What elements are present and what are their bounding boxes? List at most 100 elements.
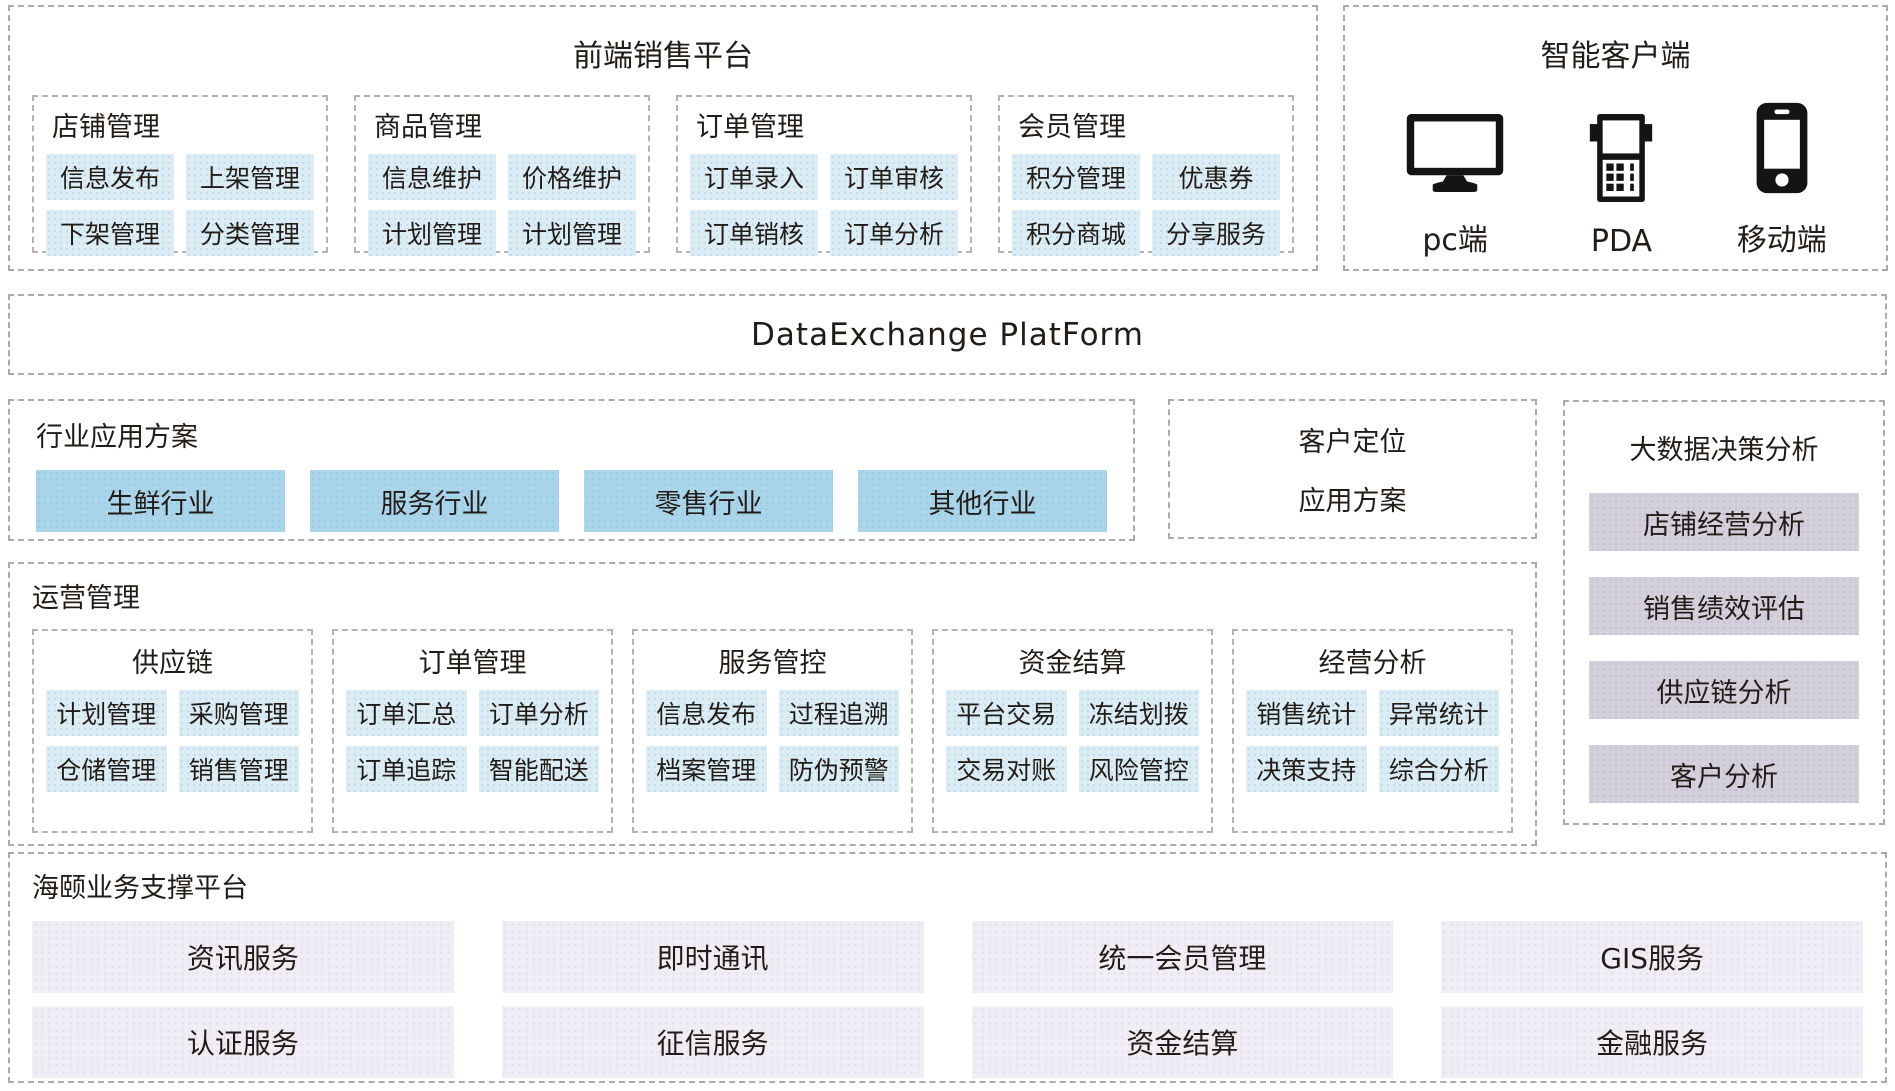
- feature-chip: 信息发布: [46, 154, 174, 200]
- desktop-monitor-icon: [1404, 111, 1506, 199]
- chip-grid: 平台交易 冻结划拨 交易对账 风险管控: [946, 690, 1199, 792]
- operations-title: 运营管理: [32, 583, 140, 614]
- industry-solutions-title: 行业应用方案: [36, 422, 198, 453]
- feature-chip: 订单分析: [830, 210, 958, 256]
- group-title: 商品管理: [374, 112, 482, 143]
- data-exchange-title: DataExchange PlatForm: [751, 316, 1144, 353]
- feature-chip: 积分商城: [1012, 210, 1140, 256]
- feature-chip: 订单追踪: [346, 746, 467, 792]
- customer-positioning-panel: 客户定位 应用方案: [1168, 399, 1537, 539]
- device-label: pc端: [1422, 223, 1488, 258]
- group-title: 服务管控: [718, 648, 827, 679]
- group-business-analysis: 经营分析 销售统计 异常统计 决策支持 综合分析: [1232, 629, 1513, 833]
- support-platform-title: 海颐业务支撑平台: [32, 873, 248, 904]
- group-title: 经营分析: [1318, 648, 1427, 679]
- customer-positioning-line1: 客户定位: [1298, 427, 1407, 458]
- feature-chip: 订单汇总: [346, 690, 467, 736]
- chip-grid: 订单录入 订单审核 订单销核 订单分析: [690, 154, 958, 256]
- group-supply-chain: 供应链 计划管理 采购管理 仓储管理 销售管理: [32, 629, 313, 833]
- feature-chip: 订单审核: [830, 154, 958, 200]
- chip-grid: 计划管理 采购管理 仓储管理 销售管理: [46, 690, 299, 792]
- smart-client-title: 智能客户端: [1540, 39, 1691, 74]
- group-member-management: 会员管理 积分管理 优惠券 积分商城 分享服务: [998, 95, 1294, 256]
- group-service-control: 服务管控 信息发布 过程追溯 档案管理 防伪预警: [632, 629, 913, 833]
- group-title: 资金结算: [1018, 648, 1127, 679]
- chip-grid: 信息发布 上架管理 下架管理 分类管理: [46, 154, 314, 256]
- feature-chip: 决策支持: [1246, 746, 1367, 792]
- device-pc: pc端: [1404, 111, 1506, 259]
- feature-chip: 档案管理: [646, 746, 767, 792]
- feature-chip: 优惠券: [1152, 154, 1280, 200]
- feature-chip: 价格维护: [508, 154, 636, 200]
- analysis-chip: 销售绩效评估: [1589, 577, 1859, 635]
- feature-chip: 订单销核: [690, 210, 818, 256]
- feature-chip: 订单分析: [478, 690, 599, 736]
- feature-chip: 平台交易: [946, 690, 1067, 736]
- support-service: 认证服务: [32, 1006, 454, 1078]
- support-service: GIS服务: [1441, 921, 1863, 993]
- group-fund-settlement: 资金结算 平台交易 冻结划拨 交易对账 风险管控: [932, 629, 1213, 833]
- industry-chips-row: 生鲜行业 服务行业 零售行业 其他行业: [36, 470, 1107, 532]
- feature-chip: 过程追溯: [778, 690, 899, 736]
- analysis-chip: 店铺经营分析: [1589, 493, 1859, 551]
- industry-solutions-panel: 行业应用方案 生鲜行业 服务行业 零售行业 其他行业: [8, 399, 1135, 541]
- smart-client-panel: 智能客户端 pc端: [1343, 5, 1888, 271]
- feature-chip: 下架管理: [46, 210, 174, 256]
- industry-chip: 其他行业: [858, 470, 1107, 532]
- feature-chip: 风险管控: [1078, 746, 1199, 792]
- feature-chip: 信息维护: [368, 154, 496, 200]
- feature-chip: 采购管理: [178, 690, 299, 736]
- operations-management-panel: 运营管理 供应链 计划管理 采购管理 仓储管理 销售管理 订单管理 订单汇总 订…: [8, 562, 1537, 846]
- data-exchange-platform-band: DataExchange PlatForm: [8, 294, 1887, 375]
- feature-chip: 订单录入: [690, 154, 818, 200]
- group-order-management: 订单管理 订单录入 订单审核 订单销核 订单分析: [676, 95, 972, 256]
- feature-chip: 销售统计: [1246, 690, 1367, 736]
- feature-chip: 计划管理: [508, 210, 636, 256]
- device-pda: PDA: [1588, 112, 1654, 259]
- feature-chip: 防伪预警: [778, 746, 899, 792]
- feature-chip: 异常统计: [1378, 690, 1499, 736]
- support-service: 即时通讯: [501, 921, 924, 993]
- group-title: 订单管理: [696, 112, 804, 143]
- group-title: 会员管理: [1018, 112, 1126, 143]
- feature-chip: 智能配送: [478, 746, 599, 792]
- feature-chip: 分类管理: [186, 210, 314, 256]
- feature-chip: 综合分析: [1378, 746, 1499, 792]
- pda-device-icon: [1588, 112, 1654, 208]
- chip-grid: 积分管理 优惠券 积分商城 分享服务: [1012, 154, 1280, 256]
- support-service: 资讯服务: [32, 921, 454, 993]
- chip-grid: 信息维护 价格维护 计划管理 计划管理: [368, 154, 636, 256]
- support-services-grid: 资讯服务 即时通讯 统一会员管理 GIS服务 认证服务 征信服务 资金结算 金融…: [32, 921, 1863, 1078]
- frontend-sales-platform-panel: 前端销售平台 店铺管理 信息发布 上架管理 下架管理 分类管理 商品管理 信息维…: [8, 5, 1318, 271]
- feature-chip: 计划管理: [368, 210, 496, 256]
- analysis-chip: 供应链分析: [1589, 661, 1859, 719]
- industry-chip: 服务行业: [310, 470, 559, 532]
- chip-grid: 销售统计 异常统计 决策支持 综合分析: [1246, 690, 1499, 792]
- feature-chip: 信息发布: [646, 690, 767, 736]
- group-title: 店铺管理: [52, 112, 160, 143]
- feature-chip: 计划管理: [46, 690, 167, 736]
- group-title: 供应链: [132, 648, 213, 679]
- industry-chip: 生鲜行业: [36, 470, 285, 532]
- support-service: 征信服务: [501, 1006, 924, 1078]
- feature-chip: 销售管理: [178, 746, 299, 792]
- analysis-chip: 客户分析: [1589, 745, 1859, 803]
- bigdata-analysis-title: 大数据决策分析: [1629, 435, 1819, 466]
- device-mobile: 移动端: [1737, 101, 1827, 259]
- feature-chip: 交易对账: [946, 746, 1067, 792]
- operations-groups-row: 供应链 计划管理 采购管理 仓储管理 销售管理 订单管理 订单汇总 订单分析 订…: [32, 629, 1513, 833]
- group-store-management: 店铺管理 信息发布 上架管理 下架管理 分类管理: [32, 95, 328, 256]
- chip-grid: 信息发布 过程追溯 档案管理 防伪预警: [646, 690, 899, 792]
- support-service: 资金结算: [971, 1006, 1394, 1078]
- group-product-management: 商品管理 信息维护 价格维护 计划管理 计划管理: [354, 95, 650, 256]
- feature-chip: 分享服务: [1152, 210, 1280, 256]
- industry-chip: 零售行业: [584, 470, 833, 532]
- support-service: 金融服务: [1441, 1006, 1863, 1078]
- frontend-platform-title: 前端销售平台: [573, 39, 753, 74]
- group-title: 订单管理: [418, 648, 527, 679]
- bigdata-chips-column: 店铺经营分析 销售绩效评估 供应链分析 客户分析: [1565, 493, 1883, 803]
- feature-chip: 冻结划拨: [1078, 690, 1199, 736]
- support-service: 统一会员管理: [971, 921, 1394, 993]
- devices-row: pc端 PDA: [1345, 101, 1886, 259]
- device-label: PDA: [1590, 224, 1653, 259]
